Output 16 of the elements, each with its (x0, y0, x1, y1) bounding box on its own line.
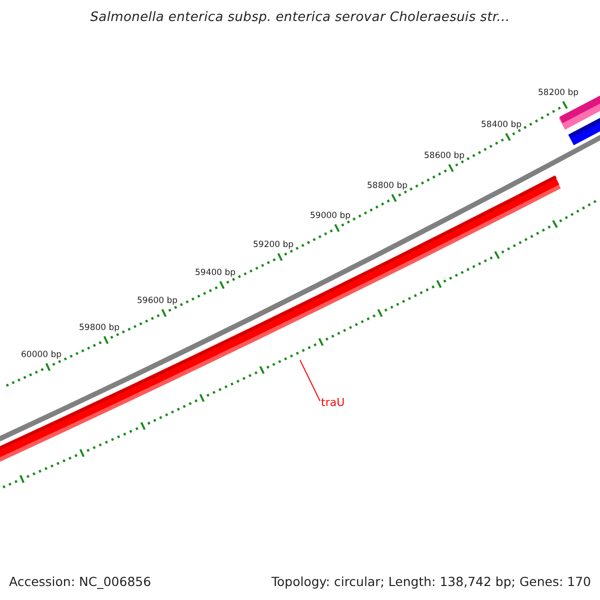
position-label: 59000 bp (310, 211, 351, 221)
gene-label: traU (321, 396, 345, 409)
position-label: 59400 bp (195, 268, 236, 278)
position-label: 58200 bp (538, 88, 579, 98)
position-label: 58600 bp (424, 151, 465, 161)
position-label: 59600 bp (137, 296, 178, 306)
position-label: 58400 bp (481, 120, 522, 130)
position-label: 59800 bp (79, 323, 120, 333)
position-label: 58800 bp (367, 181, 408, 191)
position-label: 60000 bp (21, 350, 62, 360)
title: Salmonella enterica subsp. enterica serovar Choleraesuis str... (89, 10, 511, 25)
summary-text: Topology: circular; Length: 138,742 bp; Genes: 170 (272, 574, 591, 589)
leader-line (300, 360, 320, 402)
position-label: 59200 bp (253, 240, 294, 250)
gene-bar (0, 176, 561, 462)
accession-text: Accession: NC_006856 (9, 574, 152, 589)
